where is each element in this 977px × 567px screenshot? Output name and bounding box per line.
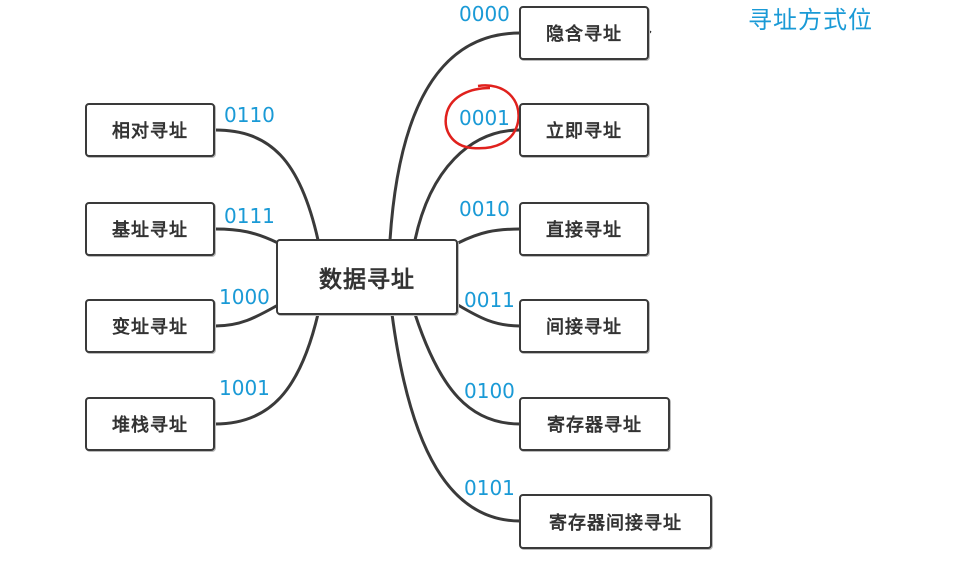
code-label: 0000 — [459, 2, 510, 26]
node-relative-addressing[interactable]: 相对寻址 — [85, 103, 215, 157]
connector-right-1 — [413, 128, 521, 241]
node-stack-addressing[interactable]: 堆栈寻址 — [85, 397, 215, 451]
node-label: 直接寻址 — [546, 220, 622, 241]
node-label: 寄存器间接寻址 — [549, 512, 682, 534]
node-label: 堆栈寻址 — [112, 415, 188, 436]
connector-left-2 — [214, 303, 279, 328]
connector-right-3 — [457, 303, 521, 328]
connector-left-3 — [214, 313, 320, 426]
node-label: 相对寻址 — [112, 121, 188, 142]
node-register-addressing[interactable]: 寄存器寻址 — [519, 397, 670, 451]
node-label: 寄存器寻址 — [547, 415, 642, 436]
node-immediate-addressing[interactable]: 立即寻址 — [519, 103, 649, 157]
node-label: 基址寻址 — [112, 220, 188, 241]
node-direct-addressing[interactable]: 直接寻址 — [519, 202, 649, 256]
connector-right-2 — [457, 227, 521, 245]
code-label: 0100 — [464, 379, 515, 403]
node-index-addressing[interactable]: 变址寻址 — [85, 299, 215, 353]
code-label-circled: 0001 — [459, 106, 510, 130]
node-implied-addressing[interactable]: 隐含寻址 — [519, 6, 649, 60]
code-label: 0110 — [224, 103, 275, 127]
code-label: 1001 — [219, 376, 270, 400]
node-label: 间接寻址 — [546, 317, 622, 338]
node-indirect-addressing[interactable]: 间接寻址 — [519, 299, 649, 353]
addressing-mode-bits-title: 寻址方式位 — [748, 6, 873, 34]
node-register-indirect-addressing[interactable]: 寄存器间接寻址 — [519, 494, 712, 549]
connector-right-5 — [390, 313, 521, 523]
code-label: 0010 — [459, 197, 510, 221]
node-base-addressing[interactable]: 基址寻址 — [85, 202, 215, 256]
code-label: 0111 — [224, 204, 275, 228]
connector-right-4 — [413, 313, 521, 426]
node-label: 隐含寻址 — [546, 24, 622, 45]
center-node[interactable]: 数据寻址 — [276, 239, 458, 315]
code-label: 0011 — [464, 288, 515, 312]
connector-right-0 — [388, 31, 521, 241]
center-node-label: 数据寻址 — [319, 267, 415, 293]
node-label: 立即寻址 — [546, 121, 622, 142]
node-label: 变址寻址 — [112, 317, 188, 338]
annotation-circle — [444, 84, 520, 150]
code-label: 0101 — [464, 476, 515, 500]
code-label: 1000 — [219, 285, 270, 309]
connector-left-0 — [214, 128, 320, 241]
connector-left-1 — [214, 227, 279, 245]
